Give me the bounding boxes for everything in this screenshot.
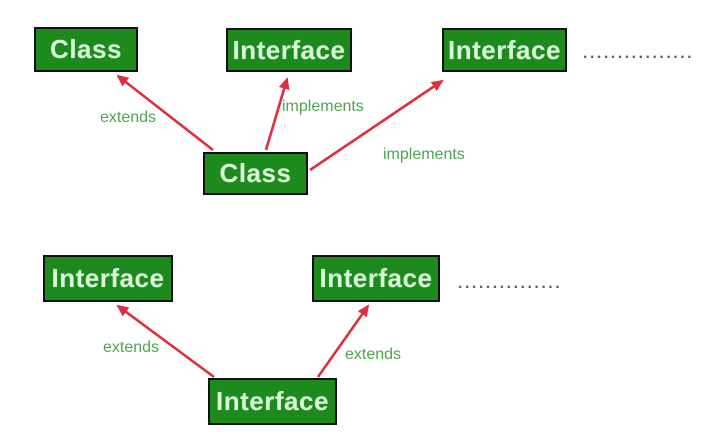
edge-label-implements-2: implements <box>383 146 465 163</box>
arrow-extends-row2-right <box>316 304 370 378</box>
node-interface-parent-1: Interface <box>226 28 352 72</box>
node-interface-parent-2: Interface <box>442 28 567 72</box>
node-interface-child: Interface <box>208 378 337 425</box>
arrow-implements-middle <box>264 77 290 151</box>
arrow-extends-class <box>116 74 214 152</box>
node-class-parent: Class <box>34 27 138 72</box>
edge-label-implements-1: implements <box>282 98 364 115</box>
ellipsis-dots-bottom: ............... <box>458 275 563 292</box>
edge-label-extends-3: extends <box>345 346 402 363</box>
ellipsis-dots-top: ................ <box>583 45 695 62</box>
node-class-child: Class <box>203 152 308 195</box>
edge-label-extends-1: extends <box>100 109 157 126</box>
edge-label-extends-2: extends <box>103 339 160 356</box>
arrow-extends-row2-left <box>116 304 215 379</box>
arrow-implements-right <box>309 79 444 172</box>
node-interface-parent-4: Interface <box>312 255 440 302</box>
node-interface-parent-3: Interface <box>43 255 173 302</box>
